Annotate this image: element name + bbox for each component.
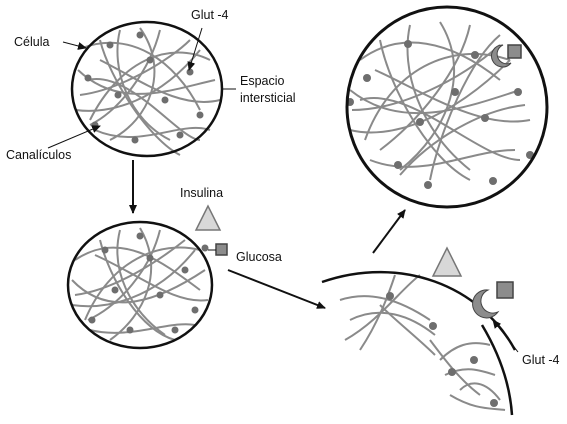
cell-membrane <box>68 222 212 348</box>
zoom-membrane-section <box>322 272 515 415</box>
label-insulin: Insulina <box>180 186 223 200</box>
insulin-triangle-icon <box>196 206 220 230</box>
label-glut4-top: Glut -4 <box>191 8 229 22</box>
label-cell: Célula <box>14 35 49 49</box>
cell-insulin-bound <box>68 222 212 348</box>
glut4-vesicles <box>346 40 534 189</box>
leader-glut4-bottom <box>493 320 518 352</box>
cell-resting <box>72 22 222 156</box>
label-interstitial-1: Espacio <box>240 74 284 88</box>
arrow-to-zoom <box>228 270 325 308</box>
cell-activated <box>346 7 547 207</box>
label-glut4-bottom: Glut -4 <box>522 353 560 367</box>
glucose-square-icon <box>216 244 227 255</box>
glucose-square-icon <box>508 45 521 58</box>
arrow-up <box>373 210 405 253</box>
glut4-crescent-icon <box>473 290 498 318</box>
label-glucose: Glucosa <box>236 250 282 264</box>
label-interstitial-2: intersticial <box>240 91 296 105</box>
glucose-square-icon <box>497 282 513 298</box>
canaliculi-fibers <box>76 28 220 155</box>
canaliculi-fibers <box>350 22 530 180</box>
insulin-triangle-icon <box>433 248 461 276</box>
label-canaliculi: Canalículos <box>6 148 71 162</box>
